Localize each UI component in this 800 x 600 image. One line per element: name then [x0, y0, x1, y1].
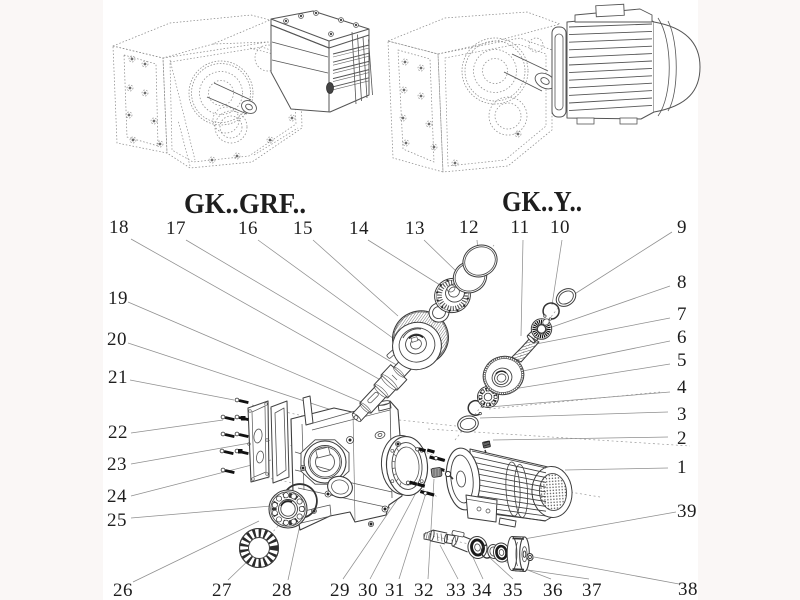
- svg-text:30: 30: [358, 580, 378, 600]
- svg-text:14: 14: [349, 218, 369, 239]
- svg-text:5: 5: [677, 350, 687, 371]
- svg-text:26: 26: [113, 580, 133, 600]
- svg-text:15: 15: [293, 218, 313, 239]
- svg-text:38: 38: [678, 579, 698, 600]
- svg-text:11: 11: [510, 217, 529, 238]
- svg-text:1: 1: [677, 457, 687, 478]
- svg-text:31: 31: [385, 580, 405, 600]
- svg-text:19: 19: [108, 288, 128, 309]
- svg-text:20: 20: [107, 329, 127, 350]
- svg-text:25: 25: [107, 510, 127, 531]
- svg-text:24: 24: [107, 486, 127, 507]
- svg-text:21: 21: [108, 367, 128, 388]
- svg-text:4: 4: [677, 377, 687, 398]
- svg-text:2: 2: [677, 428, 687, 449]
- svg-text:7: 7: [677, 304, 687, 325]
- svg-text:16: 16: [238, 218, 258, 239]
- svg-text:3: 3: [677, 404, 687, 425]
- svg-text:12: 12: [459, 217, 479, 238]
- svg-text:35: 35: [503, 580, 523, 600]
- svg-text:8: 8: [677, 272, 687, 293]
- svg-text:37: 37: [582, 580, 602, 600]
- svg-text:17: 17: [166, 218, 186, 239]
- svg-text:34: 34: [472, 580, 492, 600]
- svg-text:GK..GRF..: GK..GRF..: [184, 189, 306, 220]
- svg-text:32: 32: [414, 580, 434, 600]
- svg-text:18: 18: [109, 217, 129, 238]
- svg-text:13: 13: [405, 218, 425, 239]
- svg-text:39: 39: [677, 501, 697, 522]
- svg-text:23: 23: [107, 454, 127, 475]
- svg-text:27: 27: [212, 580, 232, 600]
- svg-text:6: 6: [677, 327, 687, 348]
- svg-text:33: 33: [446, 580, 466, 600]
- svg-text:10: 10: [550, 217, 570, 238]
- svg-text:28: 28: [272, 580, 292, 600]
- svg-text:GK..Y..: GK..Y..: [502, 187, 582, 218]
- svg-text:36: 36: [543, 580, 563, 600]
- svg-text:22: 22: [108, 422, 128, 443]
- svg-text:9: 9: [677, 217, 687, 238]
- svg-text:29: 29: [330, 580, 350, 600]
